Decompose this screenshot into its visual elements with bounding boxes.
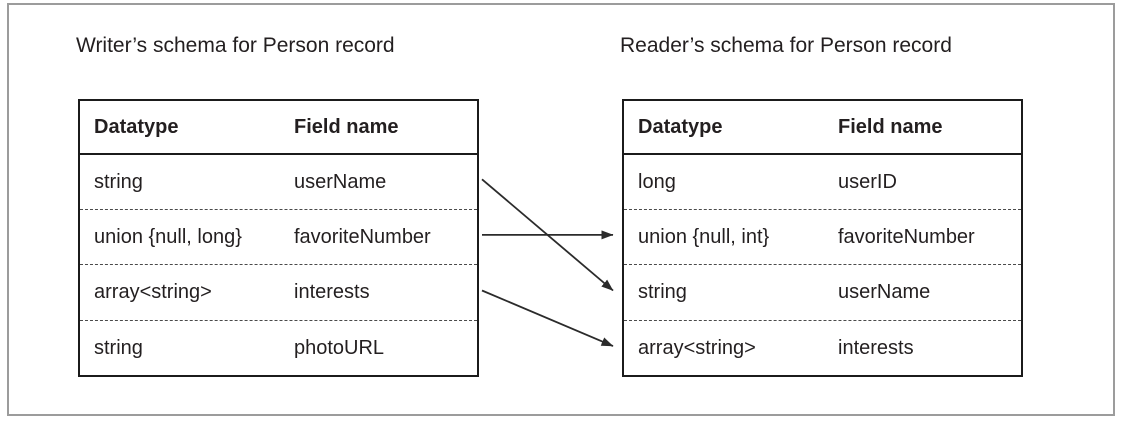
reader-schema-title: Reader’s schema for Person record (620, 34, 952, 57)
field-name-cell: userName (838, 281, 931, 304)
datatype-cell: string (94, 336, 143, 359)
reader-schema-table: Datatype Field name long userID union {n… (622, 99, 1023, 377)
reader-header-row: Datatype Field name (624, 101, 1021, 155)
field-name-cell: photoURL (294, 336, 385, 359)
table-row: array<string> interests (80, 264, 477, 319)
reader-column-header-field-name: Field name (838, 115, 943, 138)
datatype-cell: array<string> (638, 336, 756, 359)
datatype-cell: array<string> (94, 281, 212, 304)
table-row: string userName (80, 155, 477, 209)
table-row: array<string> interests (624, 319, 1021, 375)
writer-column-header-datatype: Datatype (94, 115, 179, 138)
diagram-frame: Writer’s schema for Person record Reader… (7, 3, 1115, 416)
table-row: string photoURL (80, 319, 477, 375)
writer-column-header-field-name: Field name (294, 115, 399, 138)
writer-header-row: Datatype Field name (80, 101, 477, 155)
datatype-cell: union {null, int} (638, 226, 770, 249)
field-name-cell: userName (294, 170, 387, 193)
field-name-cell: userID (838, 170, 897, 193)
table-row: union {null, int} favoriteNumber (624, 208, 1021, 264)
datatype-cell: string (638, 281, 687, 304)
datatype-cell: string (94, 170, 143, 193)
writer-schema-title: Writer’s schema for Person record (76, 34, 395, 57)
writer-schema-table: Datatype Field name string userName unio… (78, 99, 479, 377)
datatype-cell: long (638, 170, 676, 193)
field-name-cell: favoriteNumber (838, 226, 975, 249)
reader-column-header-datatype: Datatype (638, 115, 723, 138)
field-name-cell: interests (838, 336, 914, 359)
field-name-cell: interests (294, 281, 370, 304)
table-row: long userID (624, 155, 1021, 209)
datatype-cell: union {null, long} (94, 226, 242, 249)
table-row: string userName (624, 264, 1021, 319)
field-name-cell: favoriteNumber (294, 226, 431, 249)
table-row: union {null, long} favoriteNumber (80, 208, 477, 264)
